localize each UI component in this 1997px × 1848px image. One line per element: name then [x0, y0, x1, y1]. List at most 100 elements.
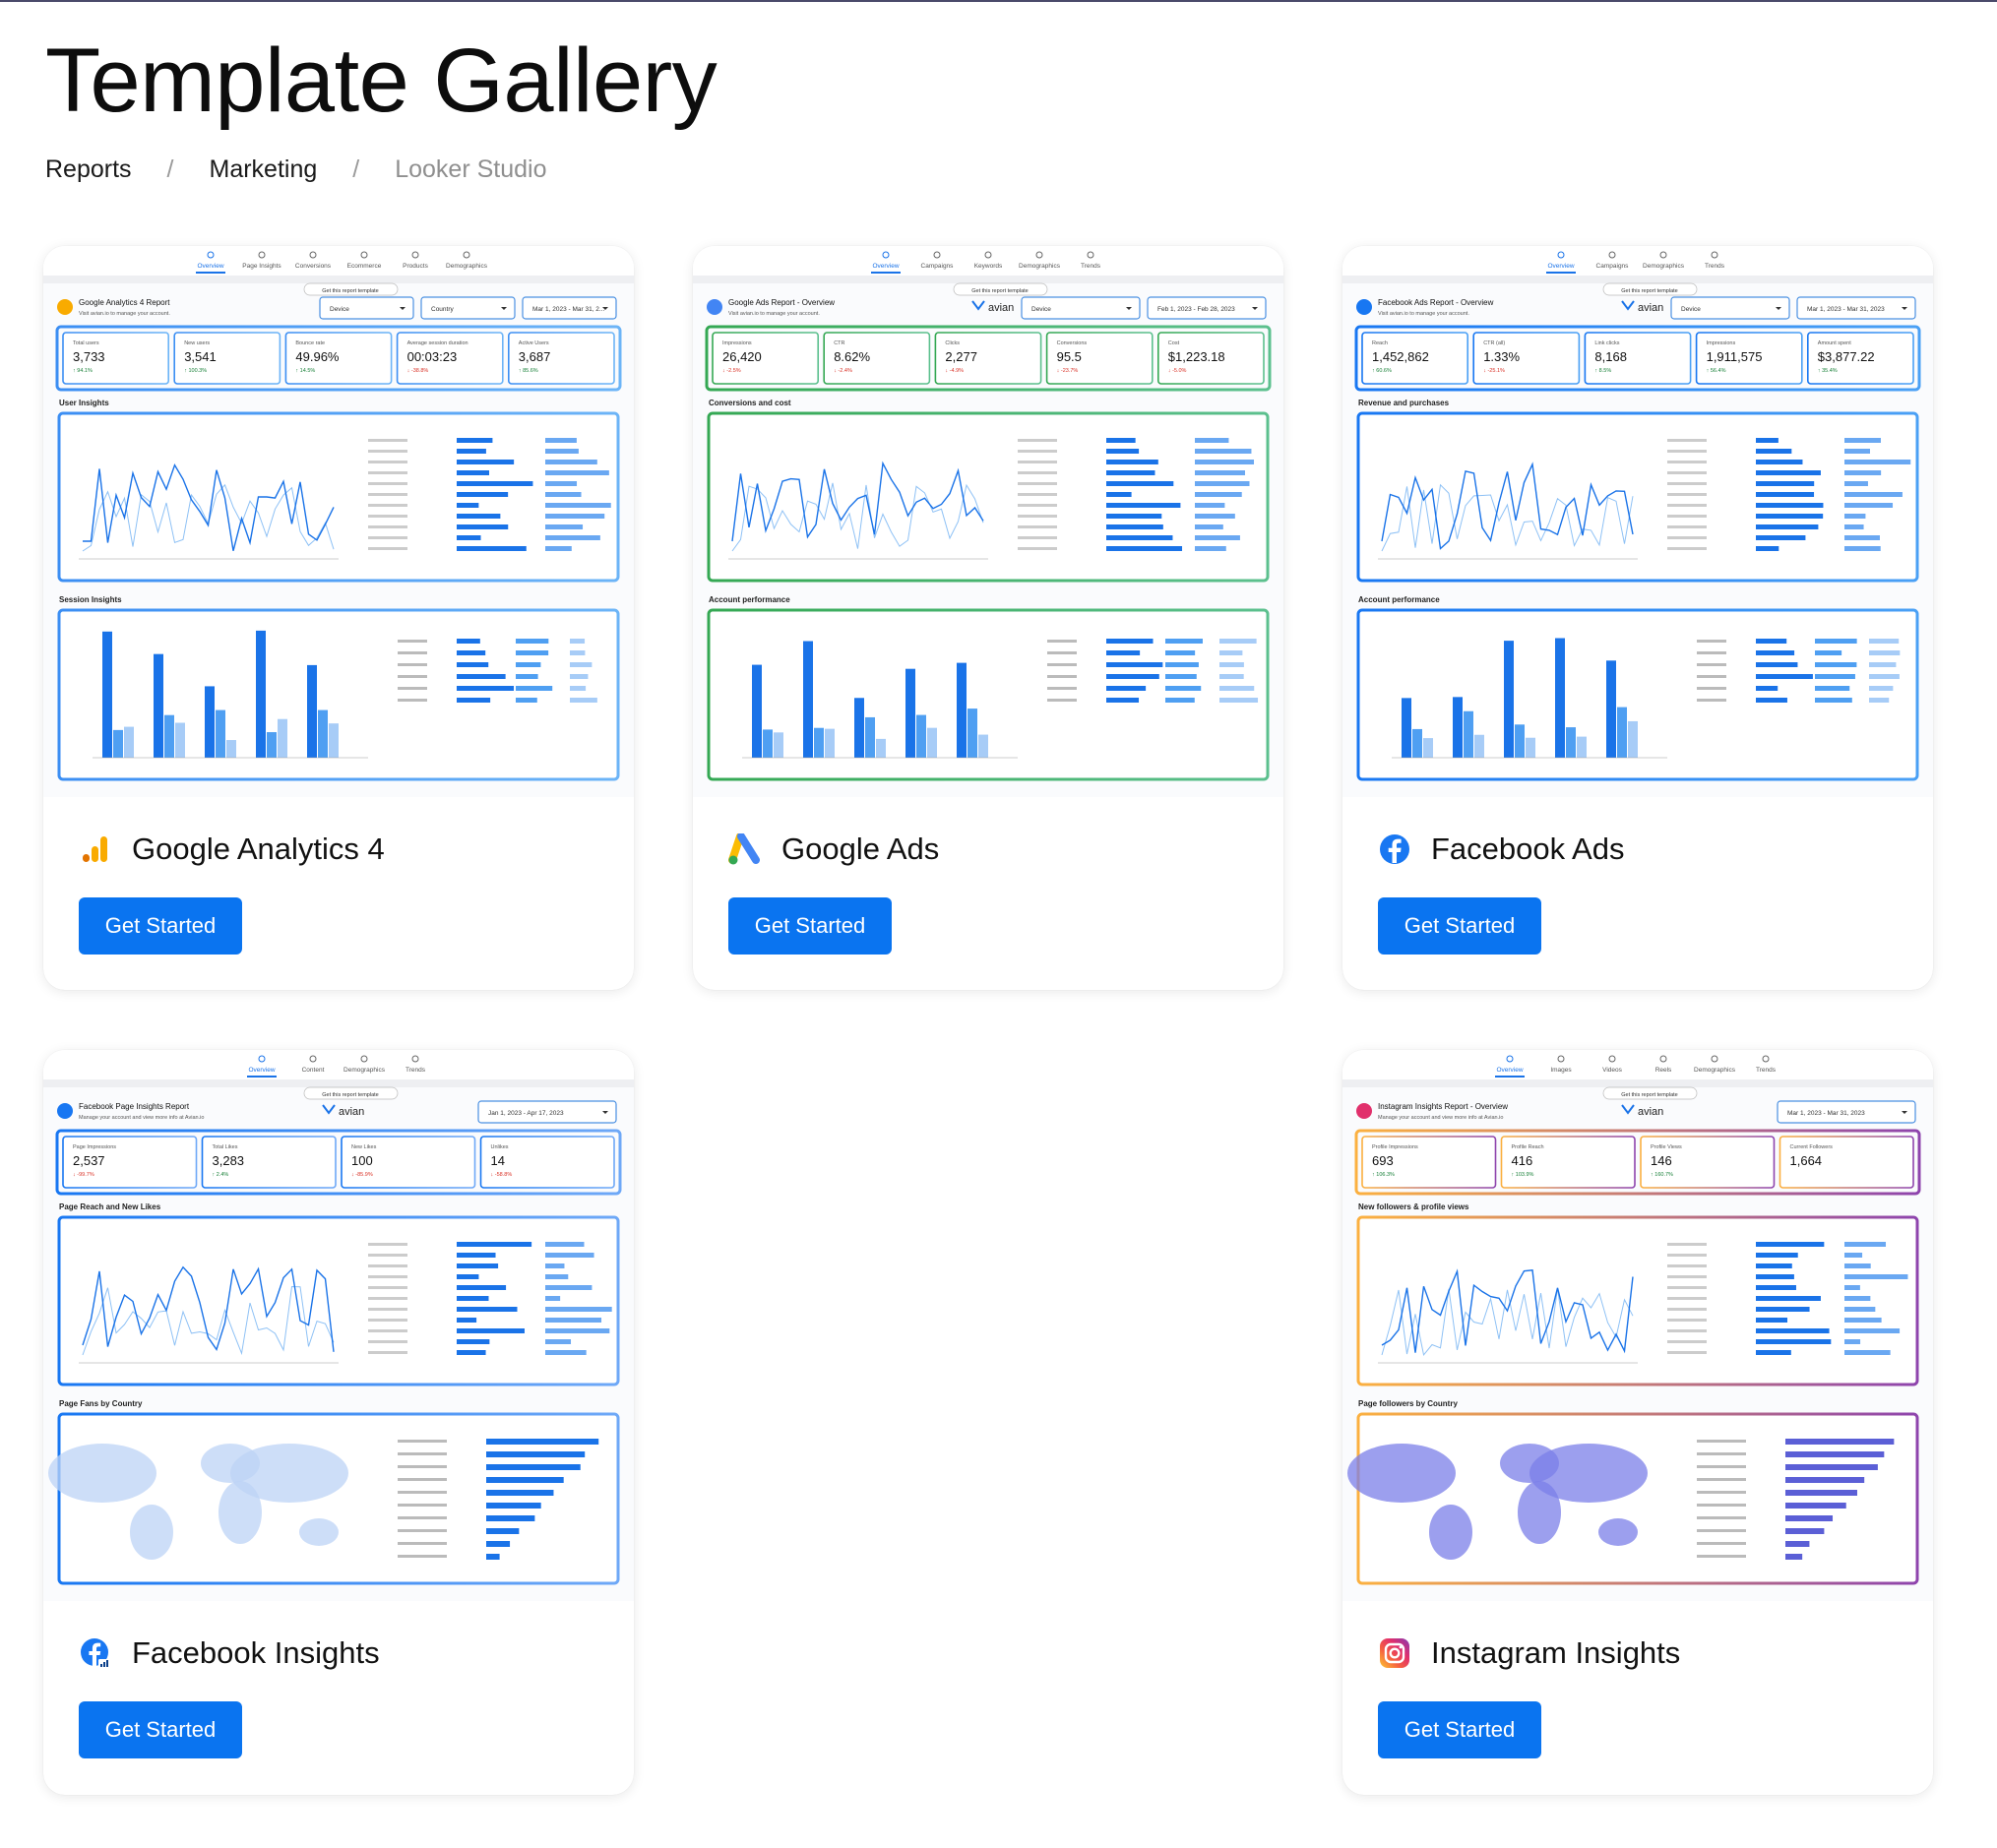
nav-icon	[207, 251, 215, 259]
table-cell-placeholder	[1047, 651, 1077, 654]
kpi-delta: ↓ -99.7%	[73, 1172, 94, 1178]
table-bar	[1219, 686, 1255, 691]
kpi-delta: ↓ -25.1%	[1483, 368, 1505, 374]
preview-section-title: Page Reach and New Likes	[59, 1202, 161, 1211]
avian-logo-icon	[1621, 300, 1635, 311]
table-cell-placeholder	[1697, 1491, 1746, 1494]
table-cell-placeholder	[1018, 461, 1057, 463]
table-bar	[1195, 492, 1242, 497]
table-cell-placeholder	[1018, 536, 1057, 539]
table-cell-placeholder	[1667, 1254, 1707, 1257]
table-cell-placeholder	[1018, 504, 1057, 507]
table-bar	[1844, 1253, 1863, 1258]
table-bar	[1756, 1328, 1830, 1333]
table-bar	[1844, 1274, 1908, 1279]
preview-report-subtitle: Visit avian.io to manage your account.	[1378, 311, 1469, 317]
nav-icon	[1711, 1055, 1718, 1063]
template-badge-text: Get this report template	[322, 1092, 378, 1098]
template-badge-text: Get this report template	[1621, 1092, 1677, 1098]
table-bar	[1106, 470, 1155, 475]
table-bar	[457, 686, 515, 691]
table-bar	[516, 674, 538, 679]
table-cell-placeholder	[368, 1297, 407, 1300]
table-cell-placeholder	[368, 1254, 407, 1257]
table-bar	[1844, 460, 1911, 464]
preview-report-title: Facebook Ads Report - Overview	[1378, 298, 1494, 307]
template-badge	[303, 1086, 399, 1100]
preview-filter	[1796, 296, 1916, 320]
get-started-button[interactable]: Get Started	[79, 897, 242, 955]
get-started-button[interactable]: Get Started	[728, 897, 892, 955]
kpi-delta: ↑ 85.6%	[519, 368, 538, 374]
table-bar	[545, 470, 609, 475]
table-bar	[570, 650, 586, 655]
breadcrumb-marketing[interactable]: Marketing	[209, 155, 318, 183]
table-bar	[457, 1339, 490, 1344]
nav-active-indicator	[871, 272, 901, 274]
nav-icon	[1711, 251, 1718, 259]
get-started-button[interactable]: Get Started	[1378, 897, 1541, 955]
kpi-label: Current Followers	[1790, 1144, 1834, 1150]
kpi-delta: ↑ 14.5%	[295, 368, 315, 374]
bar	[814, 727, 824, 758]
table-bar	[1785, 1490, 1857, 1496]
bar	[865, 716, 875, 758]
table-cell-placeholder	[1018, 482, 1057, 485]
kpi-value: $1,223.18	[1168, 349, 1225, 364]
table-bar	[545, 535, 600, 540]
table-bar	[1219, 674, 1244, 679]
preview-report-title: Instagram Insights Report - Overview	[1378, 1102, 1508, 1111]
map-region	[299, 1518, 339, 1546]
table-bar	[1785, 1554, 1803, 1560]
card-title-text: Google Analytics 4	[132, 832, 385, 866]
table-bar	[486, 1451, 586, 1457]
bar	[1453, 697, 1463, 758]
kpi-value: 00:03:23	[407, 349, 458, 364]
get-started-button[interactable]: Get Started	[1378, 1701, 1541, 1758]
table-bar	[1195, 449, 1252, 454]
table-cell-placeholder	[1667, 536, 1707, 539]
bar	[1617, 707, 1627, 758]
table-bar	[1165, 698, 1195, 703]
table-bar	[1756, 1253, 1798, 1258]
bar	[102, 631, 112, 758]
table-bar	[1106, 492, 1132, 497]
map-region	[48, 1444, 156, 1503]
table-bar	[457, 514, 501, 519]
kpi-delta: ↓ -2.5%	[722, 368, 741, 374]
preview-section-title: Page Fans by Country	[59, 1399, 143, 1408]
kpi-label: Page Impressions	[73, 1144, 116, 1150]
table-bar	[457, 662, 489, 667]
breadcrumb-reports[interactable]: Reports	[45, 155, 132, 183]
table-cell-placeholder	[1667, 482, 1707, 485]
template-badge-text: Get this report template	[322, 288, 378, 294]
bar	[216, 709, 225, 758]
nav-active-indicator	[1546, 272, 1576, 274]
kpi-value: 146	[1651, 1153, 1672, 1168]
table-bar	[516, 686, 553, 691]
chart-series-current	[83, 463, 335, 551]
get-started-button[interactable]: Get Started	[79, 1701, 242, 1758]
nav-tab-label: Demographics	[446, 263, 488, 270]
table-cell-placeholder	[1667, 471, 1707, 474]
avian-logo-icon	[971, 300, 985, 311]
nav-tab-label: Demographics	[1019, 263, 1061, 270]
table-bar	[516, 662, 541, 667]
kpi-value: 693	[1372, 1153, 1394, 1168]
table-bar	[486, 1515, 535, 1521]
kpi-value: 3,733	[73, 349, 105, 364]
nav-icon	[1659, 251, 1667, 259]
kpi-delta: ↓ -4.9%	[945, 368, 964, 374]
table-cell-placeholder	[1667, 1243, 1707, 1246]
bar	[752, 664, 762, 758]
preview-filter	[1777, 1100, 1916, 1124]
table-bar	[1815, 662, 1857, 667]
preview-logo	[1356, 1103, 1372, 1119]
